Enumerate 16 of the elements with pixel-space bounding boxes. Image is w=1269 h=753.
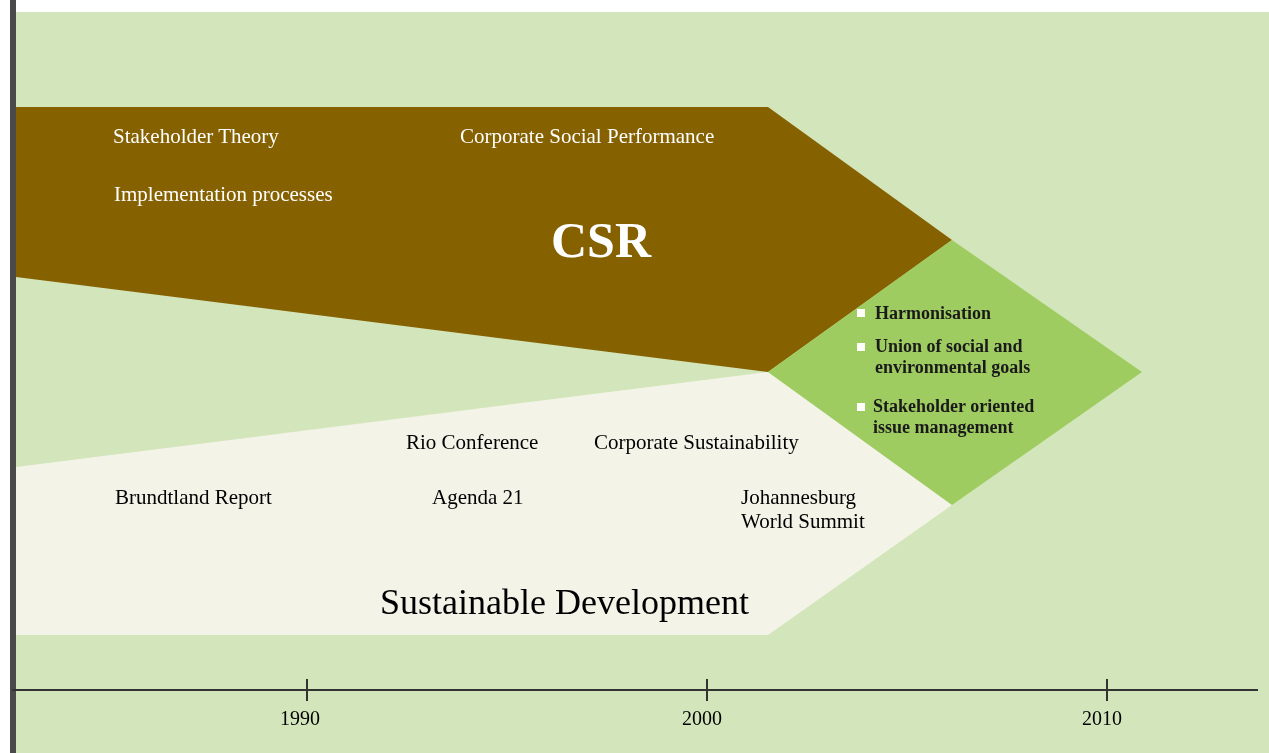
event-label: Rio Conference bbox=[406, 430, 539, 455]
event-label: Agenda 21 bbox=[432, 485, 524, 510]
event-label: Johannesburg World Summit bbox=[741, 485, 866, 534]
band-title: Sustainable Development bbox=[380, 582, 749, 624]
bullet-item: Stakeholder oriented issue management bbox=[873, 396, 1036, 438]
bullet-item: Harmonisation bbox=[875, 303, 991, 324]
process-label: Implementation processes bbox=[114, 182, 333, 207]
theory-label: Corporate Social Performance bbox=[460, 124, 715, 149]
concept-label: Corporate Sustainability bbox=[594, 430, 799, 455]
bullet-item: Union of social and environmental goals bbox=[875, 336, 1032, 378]
event-label: Brundtland Report bbox=[115, 485, 272, 510]
theory-label: Stakeholder Theory bbox=[113, 124, 279, 149]
year-tick-label: 1990 bbox=[280, 707, 320, 730]
year-tick-label: 2000 bbox=[682, 707, 722, 730]
year-tick-label: 2010 bbox=[1082, 707, 1122, 730]
band-title: CSR bbox=[551, 212, 652, 270]
